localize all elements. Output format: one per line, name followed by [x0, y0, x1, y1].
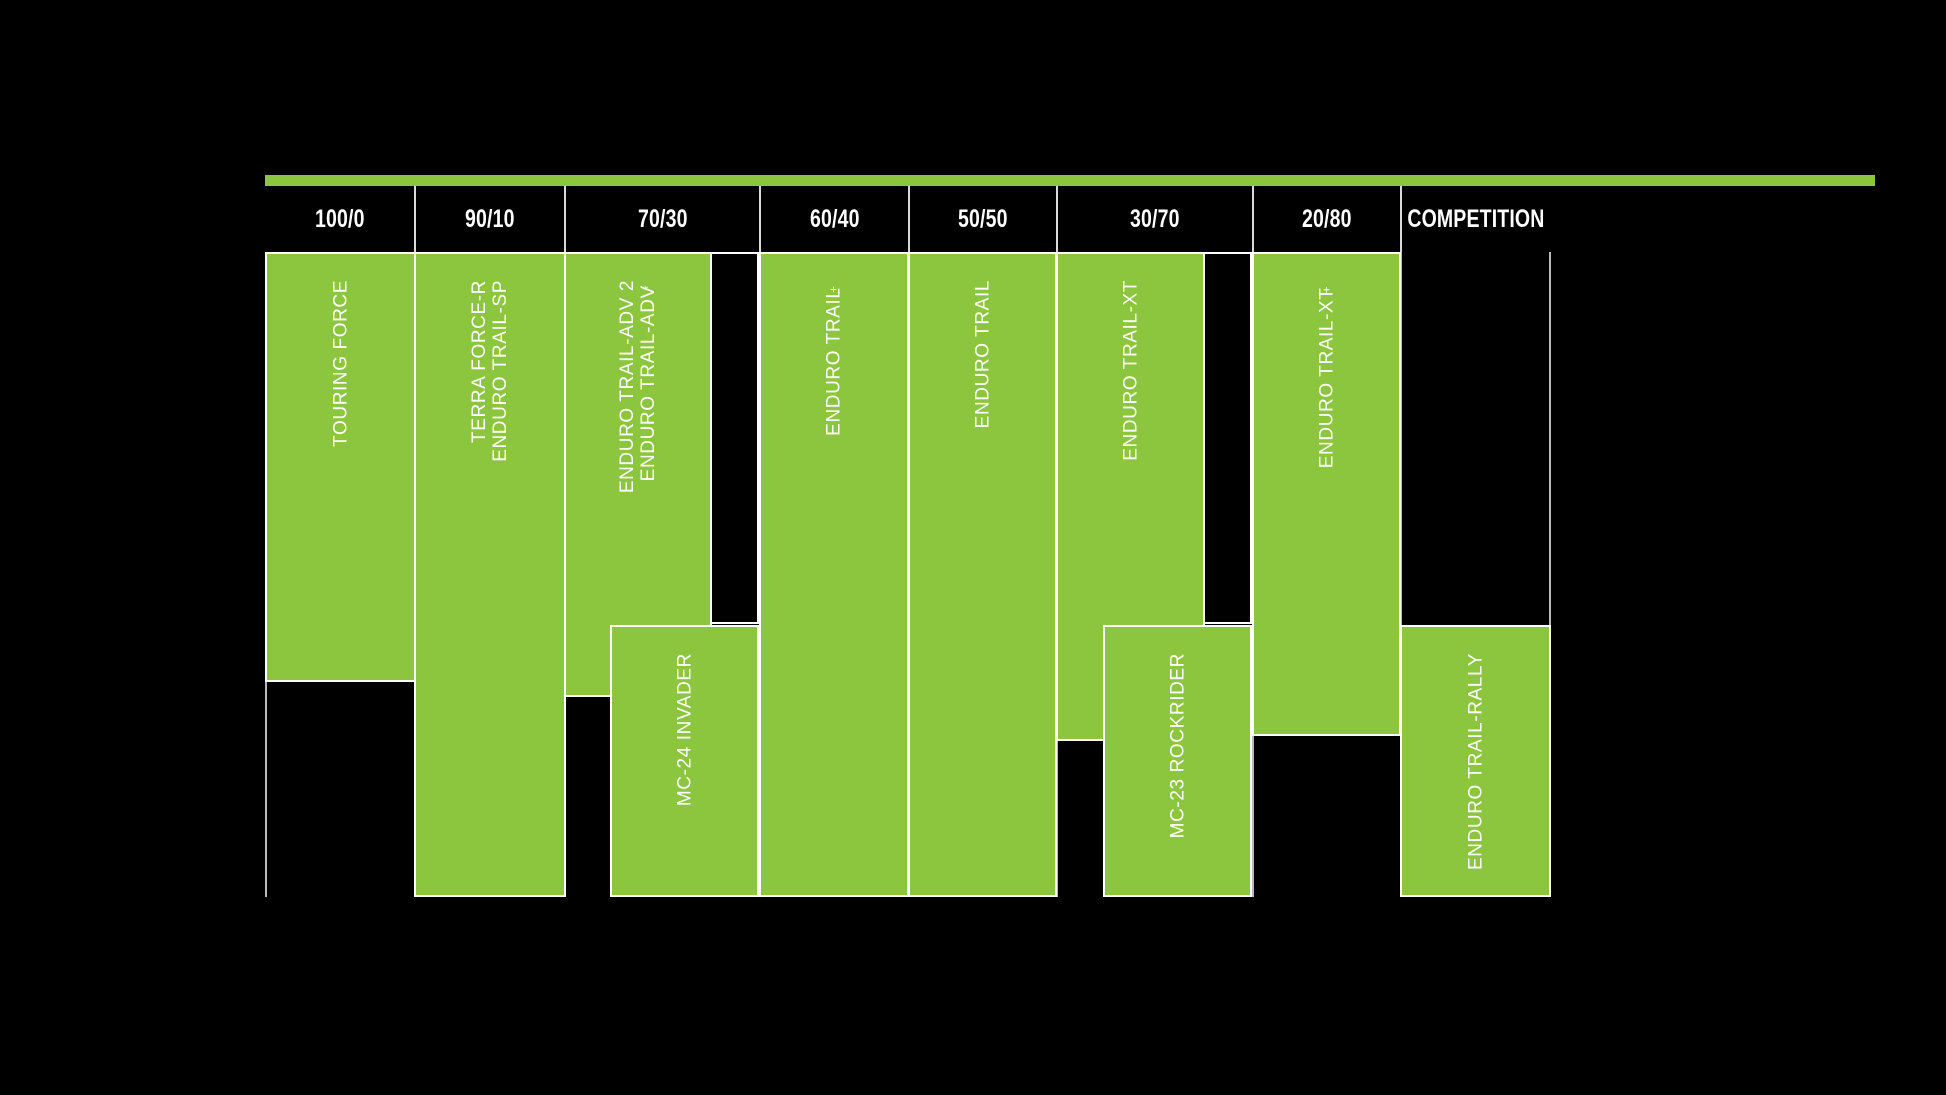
bar-label-group: ENDURO TRAIL+ — [823, 254, 845, 436]
bar-label: ENDURO TRAIL-XT — [1120, 280, 1141, 461]
bar-label: ENDURO TRAIL — [972, 280, 993, 429]
header-cell-60-40[interactable]: 60/40 — [759, 186, 908, 252]
header-label: COMPETITION — [1406, 204, 1545, 233]
bar-label-group: TOURING FORCE — [330, 254, 351, 447]
bar-mc-23-rockrider[interactable]: MC-23 ROCKRIDER — [1103, 625, 1252, 897]
plus-marker: + — [1320, 285, 1333, 293]
bar-label: MC-23 ROCKRIDER — [1167, 653, 1188, 839]
bar-label-group: MC-23 ROCKRIDER — [1167, 627, 1188, 839]
header-cell-competition[interactable]: COMPETITION — [1400, 186, 1549, 252]
bar-enduro-trail-adv-extension[interactable] — [710, 252, 759, 624]
bar-label: ENDURO TRAIL-RALLY — [1465, 653, 1486, 871]
bar-label-group: ENDURO TRAIL — [972, 254, 993, 429]
header-label: 90/10 — [465, 204, 515, 233]
footnote-marker: * — [642, 285, 655, 291]
header-label: 100/0 — [314, 204, 365, 233]
category-header-row: 100/0 90/10 70/30 60/40 50/50 30/70 20/8… — [265, 186, 1875, 252]
bar-enduro-trail-plus[interactable]: ENDURO TRAIL+ — [759, 252, 909, 897]
bar-terra-force-r[interactable]: TERRA FORCE-R ENDURO TRAIL-SP — [414, 252, 566, 897]
bar-label-group: ENDURO TRAIL-XT+ — [1316, 254, 1337, 469]
tire-range-chart: 100/0 90/10 70/30 60/40 50/50 30/70 20/8… — [265, 175, 1875, 897]
bar-label: ENDURO TRAIL-XT+ — [1316, 285, 1337, 469]
header-cell-100-0[interactable]: 100/0 — [265, 186, 414, 252]
bar-label: TOURING FORCE — [330, 280, 351, 447]
bar-enduro-trail-xt-extension[interactable] — [1203, 252, 1252, 624]
bar-label-group: ENDURO TRAIL-XT — [1120, 254, 1141, 461]
bar-enduro-trail[interactable]: ENDURO TRAIL — [908, 252, 1057, 897]
bar-label-group: ENDURO TRAIL-RALLY — [1465, 627, 1486, 871]
bar-enduro-trail-xt-plus[interactable]: ENDURO TRAIL-XT+ — [1252, 252, 1401, 736]
bar-touring-force[interactable]: TOURING FORCE — [265, 252, 416, 682]
bar-label-group: TERRA FORCE-R ENDURO TRAIL-SP — [469, 254, 511, 462]
header-label: 60/40 — [809, 204, 860, 233]
bar-label: ENDURO TRAIL-ADV* — [638, 285, 659, 482]
bar-mc-24-invader[interactable]: MC-24 INVADER — [610, 625, 759, 897]
top-accent-rule — [265, 175, 1875, 186]
bar-enduro-trail-rally[interactable]: ENDURO TRAIL-RALLY — [1400, 625, 1551, 897]
column-separator — [1400, 252, 1402, 897]
header-cell-90-10[interactable]: 90/10 — [414, 186, 564, 252]
header-label: 50/50 — [958, 204, 1008, 233]
bar-label: ENDURO TRAIL-SP — [490, 280, 511, 462]
bar-label-group: ENDURO TRAIL-ADV 2 ENDURO TRAIL-ADV* — [617, 254, 659, 494]
bar-label: TERRA FORCE-R — [469, 280, 490, 443]
bar-label: ENDURO TRAIL-ADV 2 — [617, 280, 638, 494]
header-cell-20-80[interactable]: 20/80 — [1252, 186, 1400, 252]
header-cell-50-50[interactable]: 50/50 — [908, 186, 1056, 252]
header-label: 70/30 — [637, 204, 688, 233]
bar-label: ENDURO TRAIL+ — [823, 285, 845, 436]
bar-label: MC-24 INVADER — [674, 653, 695, 807]
header-cell-70-30[interactable]: 70/30 — [564, 186, 759, 252]
header-cell-30-70[interactable]: 30/70 — [1056, 186, 1252, 252]
column-separator — [1549, 252, 1551, 897]
bar-label-group: MC-24 INVADER — [674, 627, 695, 807]
header-label: 30/70 — [1130, 204, 1180, 233]
plus-marker: + — [827, 285, 841, 293]
bar-enduro-trail-adv[interactable]: ENDURO TRAIL-ADV 2 ENDURO TRAIL-ADV* — [564, 252, 712, 697]
header-label: 20/80 — [1302, 204, 1352, 233]
plot-area: TOURING FORCE TERRA FORCE-R ENDURO TRAIL… — [265, 252, 1875, 897]
